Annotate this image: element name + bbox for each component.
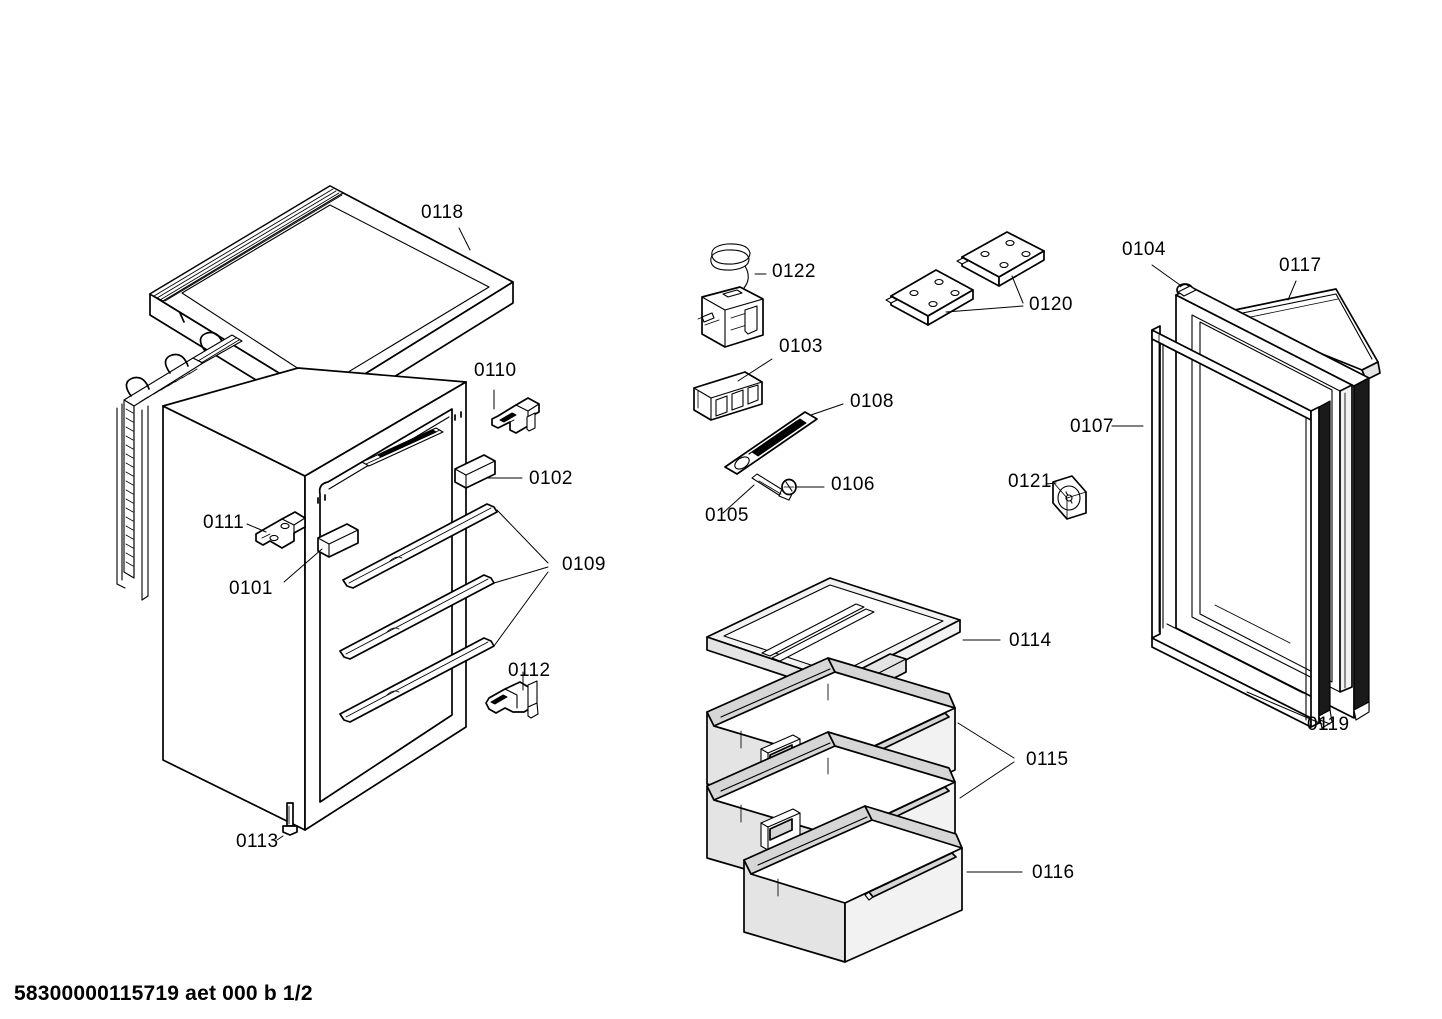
part-0102-shelf-support-lug[interactable] [454,454,496,489]
drawing-footer-text: 58300000115719 aet 000 b 1/2 [14,982,313,1005]
part-0112-bottom-hinge-pin[interactable] [485,680,539,719]
part-0122-thermostat[interactable] [697,243,764,348]
part-label-0107: 0107 [1070,416,1114,437]
part-0113-levelling-foot-screw[interactable] [282,802,298,836]
part-label-0101: 0101 [229,578,273,599]
part-0101-shelf-support-lug[interactable] [317,523,359,558]
condenser-coil [116,331,243,601]
part-0121-lock-escutcheon[interactable] [1052,475,1087,520]
part-0119-door-seal-gasket[interactable] [1151,325,1333,729]
part-label-0108: 0108 [850,391,894,412]
part-label-0116: 0116 [1032,862,1074,883]
part-label-0105: 0105 [705,505,749,526]
part-label-0103: 0103 [779,336,823,357]
door-group [1052,283,1381,729]
part-label-0102: 0102 [529,468,573,489]
part-0116-bottom-freezer-drawer[interactable] [743,805,963,963]
part-label-0104: 0104 [1122,239,1166,260]
part-label-0119: 0119 [1307,714,1349,735]
part-label-0121: 0121 [1008,471,1052,492]
cabinet-group [116,185,540,836]
drawers-group [706,577,963,963]
part-label-0122: 0122 [772,261,816,282]
part-label-0120: 0120 [1029,294,1073,315]
part-label-0117: 0117 [1279,255,1321,276]
hinge-plate-upper [956,231,1045,287]
part-label-0114: 0114 [1009,630,1051,651]
part-0107-door-panel[interactable] [1175,285,1370,721]
leader-lines [246,227,1331,873]
part-0110-upper-hinge-bracket[interactable] [491,397,540,434]
part-labels: 0118 0110 0102 0111 0101 0109 0112 0113 … [203,202,1349,883]
cabinet-body[interactable] [162,367,467,831]
part-label-0113: 0113 [236,831,278,852]
hinge-plate-lower [885,269,974,326]
part-0120-hinge-mounting-plates[interactable] [885,231,1045,326]
part-label-0112: 0112 [508,660,550,681]
part-0106-grommet[interactable] [781,478,797,496]
part-label-0106: 0106 [831,474,875,495]
part-label-0118: 0118 [421,202,463,223]
components-group [693,231,1045,501]
part-0108-control-panel-trim-strip[interactable] [724,411,818,475]
part-label-0111: 0111 [203,512,244,533]
part-0103-control-module-housing[interactable] [693,371,763,421]
part-label-0115: 0115 [1026,749,1068,770]
part-label-0109: 0109 [562,554,606,575]
part-0111-lower-hinge-bracket[interactable] [255,511,306,549]
part-label-0110: 0110 [474,360,516,381]
